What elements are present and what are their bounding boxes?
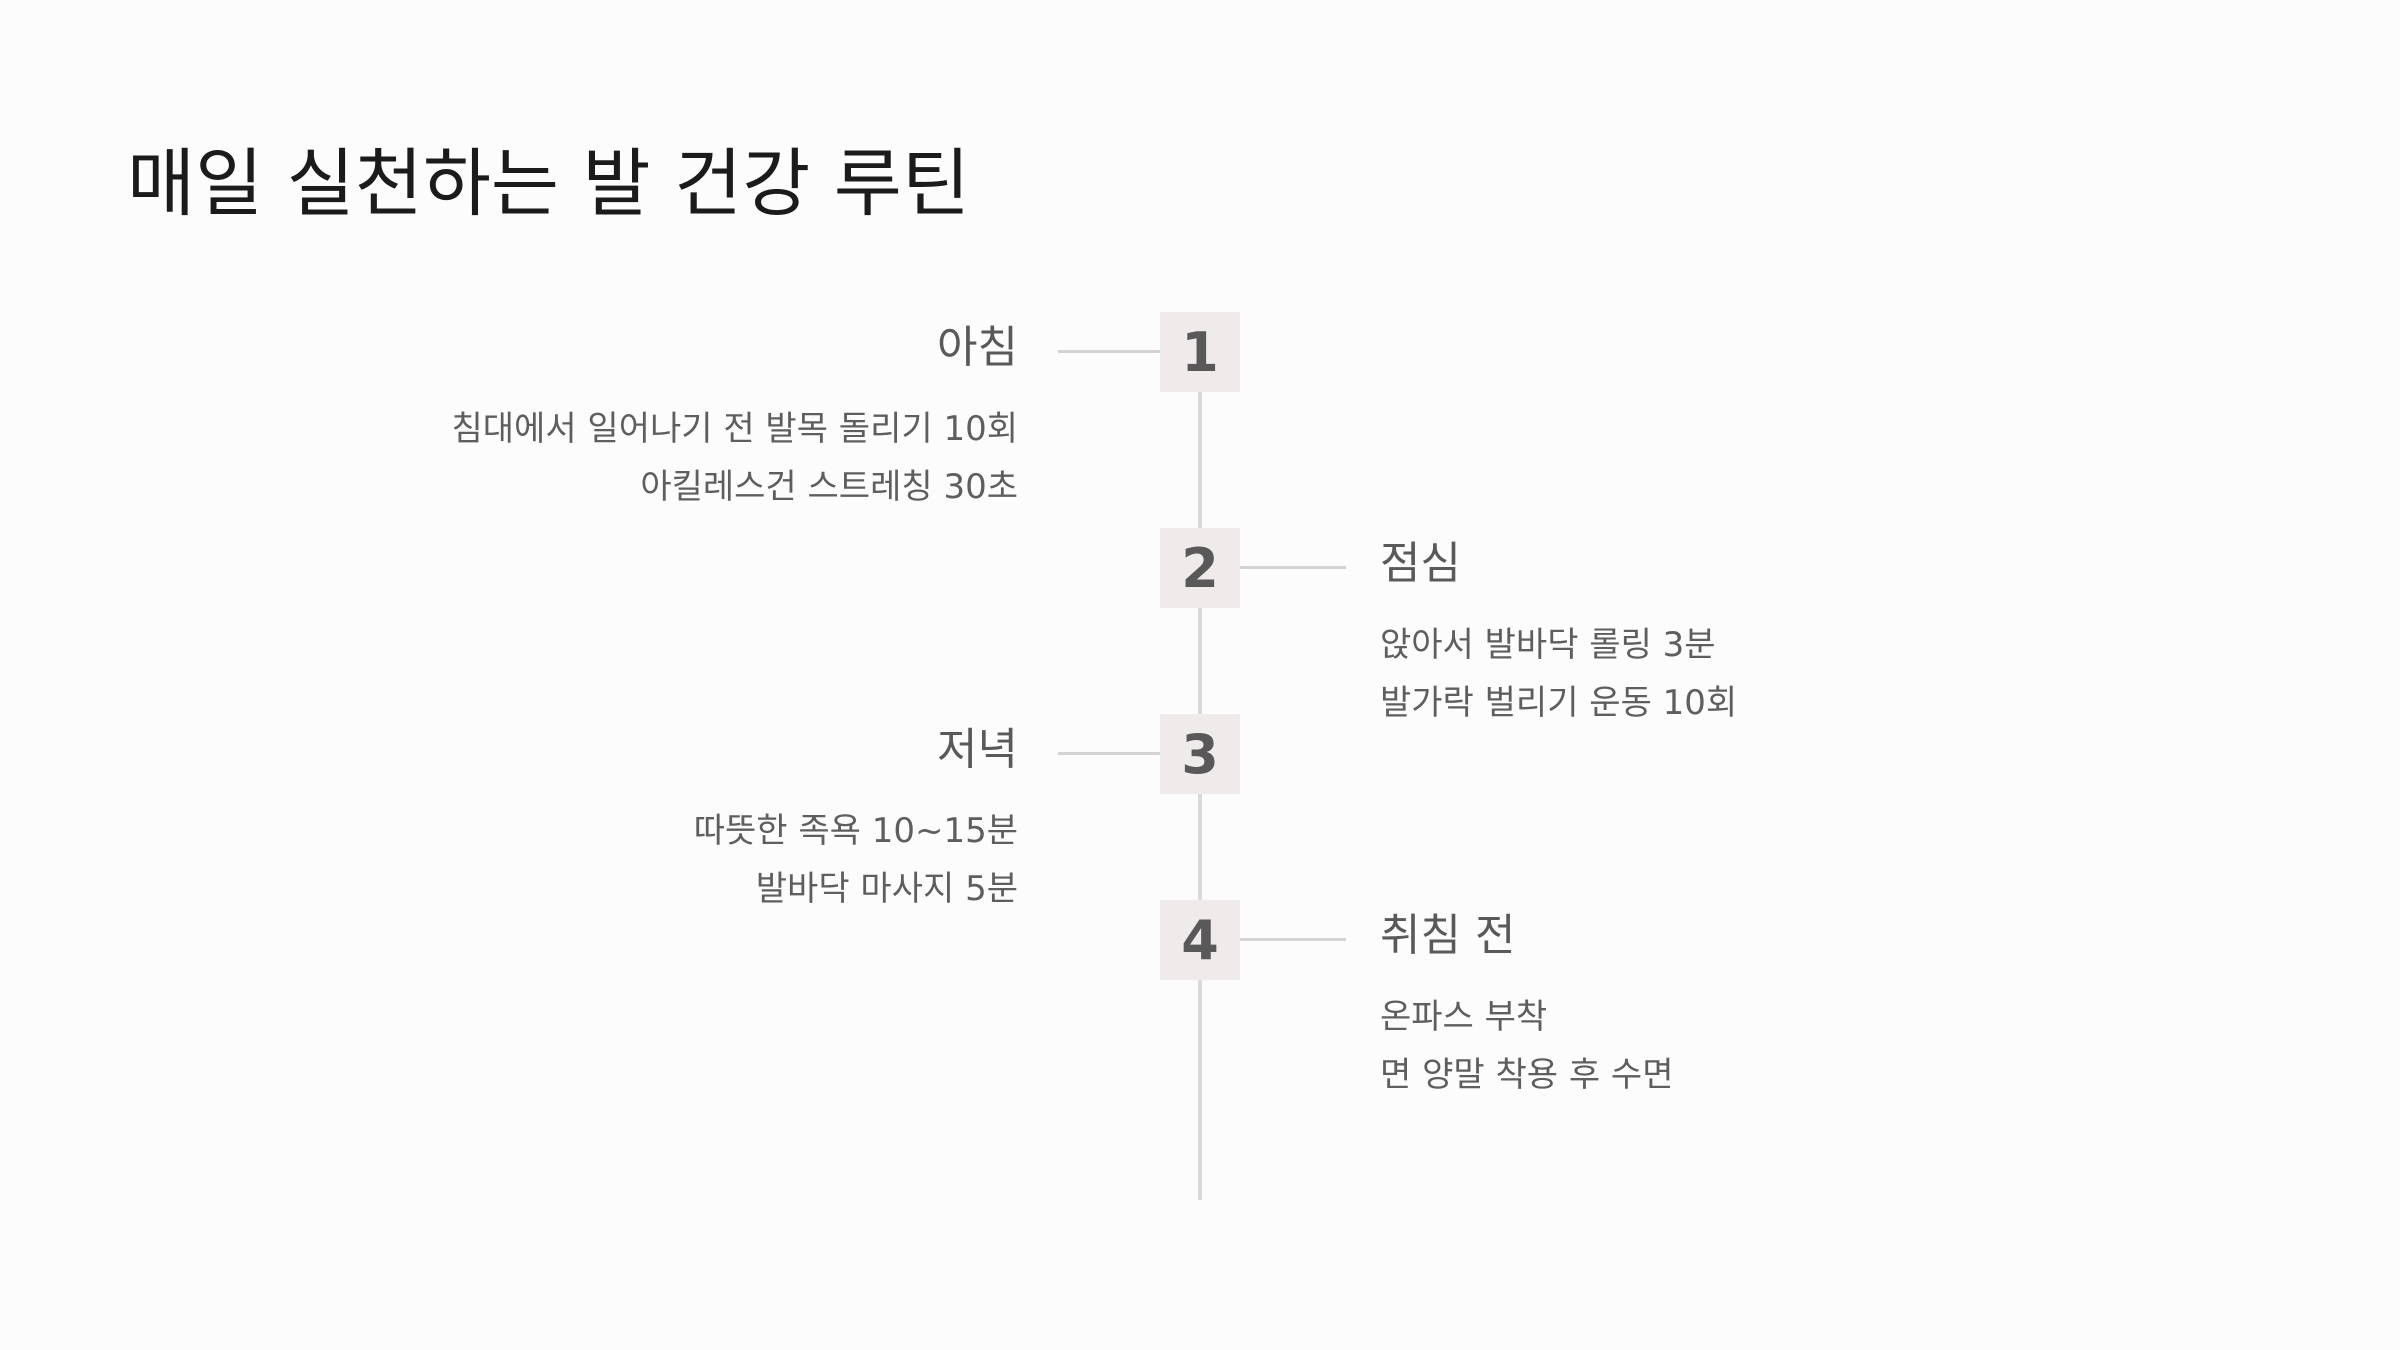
step-3-line-2: 발바닥 마사지 5분 (755, 869, 1018, 909)
step-3-line-1: 따뜻한 족욕 10~15분 (693, 811, 1018, 851)
page-title: 매일 실천하는 발 건강 루틴 (127, 141, 970, 227)
step-2-marker: 2 (1160, 528, 1240, 608)
step-3-marker: 3 (1160, 714, 1240, 794)
step-1-line-1: 침대에서 일어나기 전 발목 돌리기 10회 (451, 409, 1018, 449)
step-3-description: 따뜻한 족욕 10~15분 발바닥 마사지 5분 (694, 802, 1018, 918)
step-4-description: 온파스 부착 면 양말 착용 후 수면 (1380, 988, 1673, 1104)
step-1-line-2: 아킬레스건 스트레칭 30초 (640, 467, 1018, 507)
step-2-title: 점심 (1380, 538, 1461, 589)
step-4-line-1: 온파스 부착 (1380, 997, 1548, 1037)
step-3-title: 저녁 (937, 724, 1018, 775)
step-1-description: 침대에서 일어나기 전 발목 돌리기 10회 아킬레스건 스트레칭 30초 (451, 400, 1018, 516)
connector-step-2 (1240, 566, 1346, 569)
connector-step-3 (1058, 752, 1160, 755)
step-2-line-1: 앉아서 발바닥 롤링 3분 (1380, 625, 1716, 665)
step-4-line-2: 면 양말 착용 후 수면 (1380, 1055, 1674, 1095)
step-1-marker: 1 (1160, 312, 1240, 392)
connector-step-4 (1240, 938, 1346, 941)
step-2-line-2: 발가락 벌리기 운동 10회 (1380, 683, 1738, 723)
step-4-marker: 4 (1160, 900, 1240, 980)
step-4-title: 취침 전 (1380, 910, 1516, 961)
step-1-title: 아침 (937, 322, 1018, 373)
connector-step-1 (1058, 350, 1160, 353)
step-2-description: 앉아서 발바닥 롤링 3분 발가락 벌리기 운동 10회 (1380, 616, 1737, 732)
